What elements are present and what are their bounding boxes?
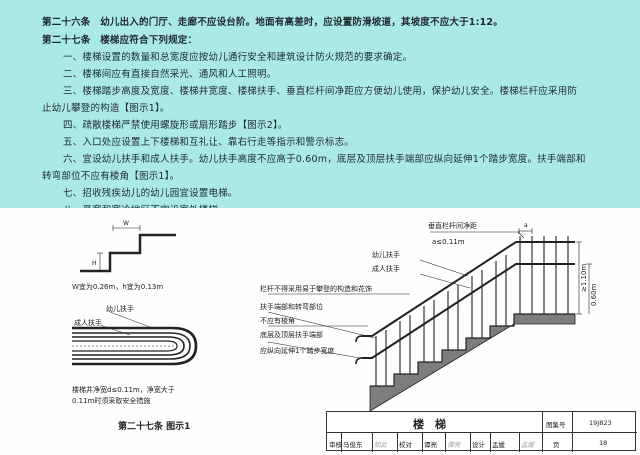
atlas-label: 图集号 [546,421,566,429]
article-27-heading: 第二十七条 楼梯应符合下列规定： [42,35,198,46]
review-name: 马俊东 [343,441,363,449]
check-name: 谭亮 [424,441,437,449]
rule-3: 三、楼梯踏步高度及宽度、楼梯井宽度、楼梯扶手、垂直栏杆间净距应方便幼儿使用，保护… [63,86,578,97]
step-w-label: W [123,220,129,227]
check-signature: 谭亮 [447,441,460,449]
elev-a-label: a [524,222,528,229]
drawing-svg: W H W宜为0.26m，h宜为0.13m 幼儿扶手 成人扶手 楼梯井净宽d≤0… [72,220,598,432]
plan-caption-line2: 0.11m时须采取安全措施 [72,396,150,405]
design-label: 设计 [472,441,485,449]
design-signature: 孟媛 [521,441,534,449]
step-h-label: H [92,260,97,267]
step-profile-diagram [80,225,176,273]
page-number: 18 [599,439,608,447]
elev-extend-label: 应纵向延伸1个踏步宽度 [260,346,334,355]
figure-caption: 第二十七条 图示1 [118,420,190,432]
handrail-plan-diagram [72,311,198,366]
plan-adult-handrail-label: 成人扶手 [74,318,102,327]
regulation-text-panel: 第二十六条 幼儿出入的门厅、走廊不应设台阶。地面有高差时，应设置防滑坡道，其坡度… [0,0,640,216]
plan-caption-line1: 楼梯井净宽d≤0.11m，净宽大于 [72,385,175,394]
rule-6-cont: 转弯部位不应有棱角【图示1】。 [42,171,180,182]
check-label: 校对 [399,441,412,449]
title-block: 楼 梯 图集号 19J823 审核 马俊东 如此 校对 谭亮 谭亮 设计 孟媛 … [326,411,637,452]
rule-5: 五、入口处应设置上下楼梯和互礼让、靠右行走等指示和警示标志。 [63,137,355,148]
stair-elevation-diagram [267,228,592,412]
rule-1: 一、楼梯设置的数量和总宽度应按幼儿通行安全和建筑设计防火规范的要求确定。 [63,52,413,63]
elev-height-child: 0.60m [590,283,598,306]
atlas-number: 19J823 [589,419,612,427]
rule-2: 二、楼梯间应有直接自然采光、通风和人工照明。 [63,69,277,80]
elev-anti-climb-label: 栏杆不得采用易于攀登的构造和花饰 [260,284,372,293]
elev-bottom-top-label: 底层及顶层扶手端部 [260,330,323,339]
elev-no-edges-label: 不应有棱角 [260,316,295,325]
review-label: 审核 [329,441,342,449]
elev-gap-label: 垂直栏杆间净距 [428,221,477,230]
page-label: 页 [553,441,560,449]
rule-3-cont: 止幼儿攀登的构造【图示1】。 [42,103,170,114]
design-name: 孟媛 [492,441,505,449]
elev-child-handrail-label: 幼儿扶手 [372,250,400,259]
review-signature: 如此 [374,441,387,449]
rule-7: 七、招收残疾幼儿的幼儿园宜设置电梯。 [63,188,238,199]
elev-adult-handrail-label: 成人扶手 [372,264,400,273]
elev-end-turn-label: 扶手端部和转弯部位 [260,302,323,311]
step-caption: W宜为0.26m，h宜为0.13m [72,282,163,291]
rule-6: 六、宜设幼儿扶手和成人扶手。幼儿扶手高度不应高于0.60m，底层及顶层扶手端部应… [63,154,586,165]
article-26: 第二十六条 幼儿出入的门厅、走廊不应设台阶。地面有高差时，应设置防滑坡道，其坡度… [42,17,503,28]
plan-child-handrail-label: 幼儿扶手 [106,304,134,313]
elev-height-adult: ≥1.10m [580,264,588,292]
rule-4: 四、疏散楼梯严禁使用螺旋形或扇形踏步【图示2】。 [63,120,288,131]
elev-gap-value: a≤0.11m [432,238,465,246]
sheet-title: 楼 梯 [413,418,446,431]
